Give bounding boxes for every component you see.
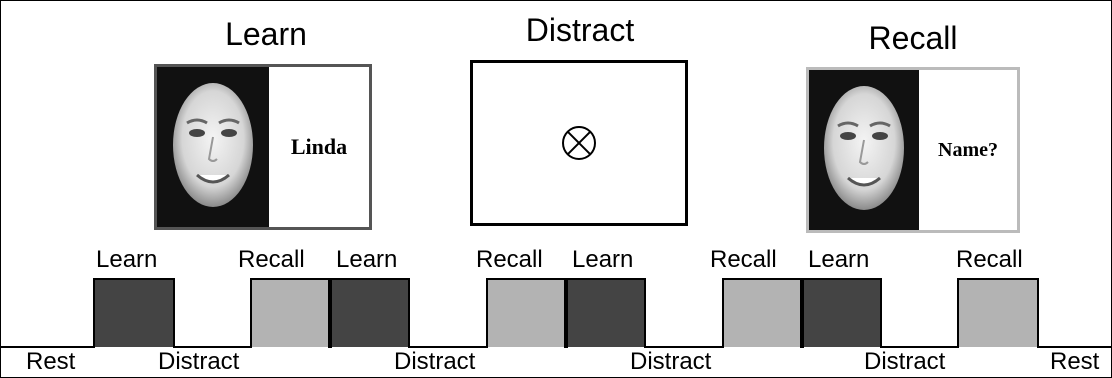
learn-block-7 (801, 279, 881, 347)
recall-block-label-6: Recall (710, 246, 777, 273)
baseline-label-5: Distract (864, 348, 946, 375)
recall-block-4 (487, 279, 567, 347)
baseline-label-4: Distract (630, 348, 712, 375)
learn-panel-title: Learn (225, 16, 307, 52)
learn-block-label-3: Learn (336, 246, 398, 273)
learn-panel: Linda (154, 64, 372, 230)
learn-block-label-7: Learn (808, 246, 870, 273)
timeline-graphic (0, 278, 1112, 348)
learn-block-label-1: Learn (96, 246, 158, 273)
distract-panel-title: Distract (525, 12, 635, 48)
distract-panel (470, 60, 688, 226)
recall-name-label: Name? (938, 138, 998, 161)
face-image (157, 67, 269, 227)
learn-block-label-5: Learn (572, 246, 634, 273)
recall-block-2 (251, 279, 331, 347)
timeline-baseline (0, 278, 1112, 348)
learn-name-label: Linda (290, 134, 348, 159)
learn-block-5 (565, 279, 645, 347)
recall-block-8 (958, 279, 1038, 347)
learn-block-3 (329, 279, 409, 347)
recall-panel: Name? (806, 67, 1020, 233)
face-image (809, 70, 919, 230)
baseline-label-6: Rest (1050, 348, 1100, 375)
fixation-cross-icon (473, 63, 685, 223)
recall-block-label-2: Recall (238, 246, 305, 273)
learn-block-1 (94, 279, 174, 347)
recall-block-6 (723, 279, 803, 347)
baseline-label-2: Distract (158, 348, 240, 375)
recall-panel-title: Recall (868, 20, 958, 56)
face-icon (809, 70, 919, 230)
baseline-label-1: Rest (26, 348, 76, 375)
baseline-label-3: Distract (394, 348, 476, 375)
recall-block-label-8: Recall (956, 246, 1023, 273)
face-icon (157, 67, 269, 227)
recall-block-label-4: Recall (476, 246, 543, 273)
